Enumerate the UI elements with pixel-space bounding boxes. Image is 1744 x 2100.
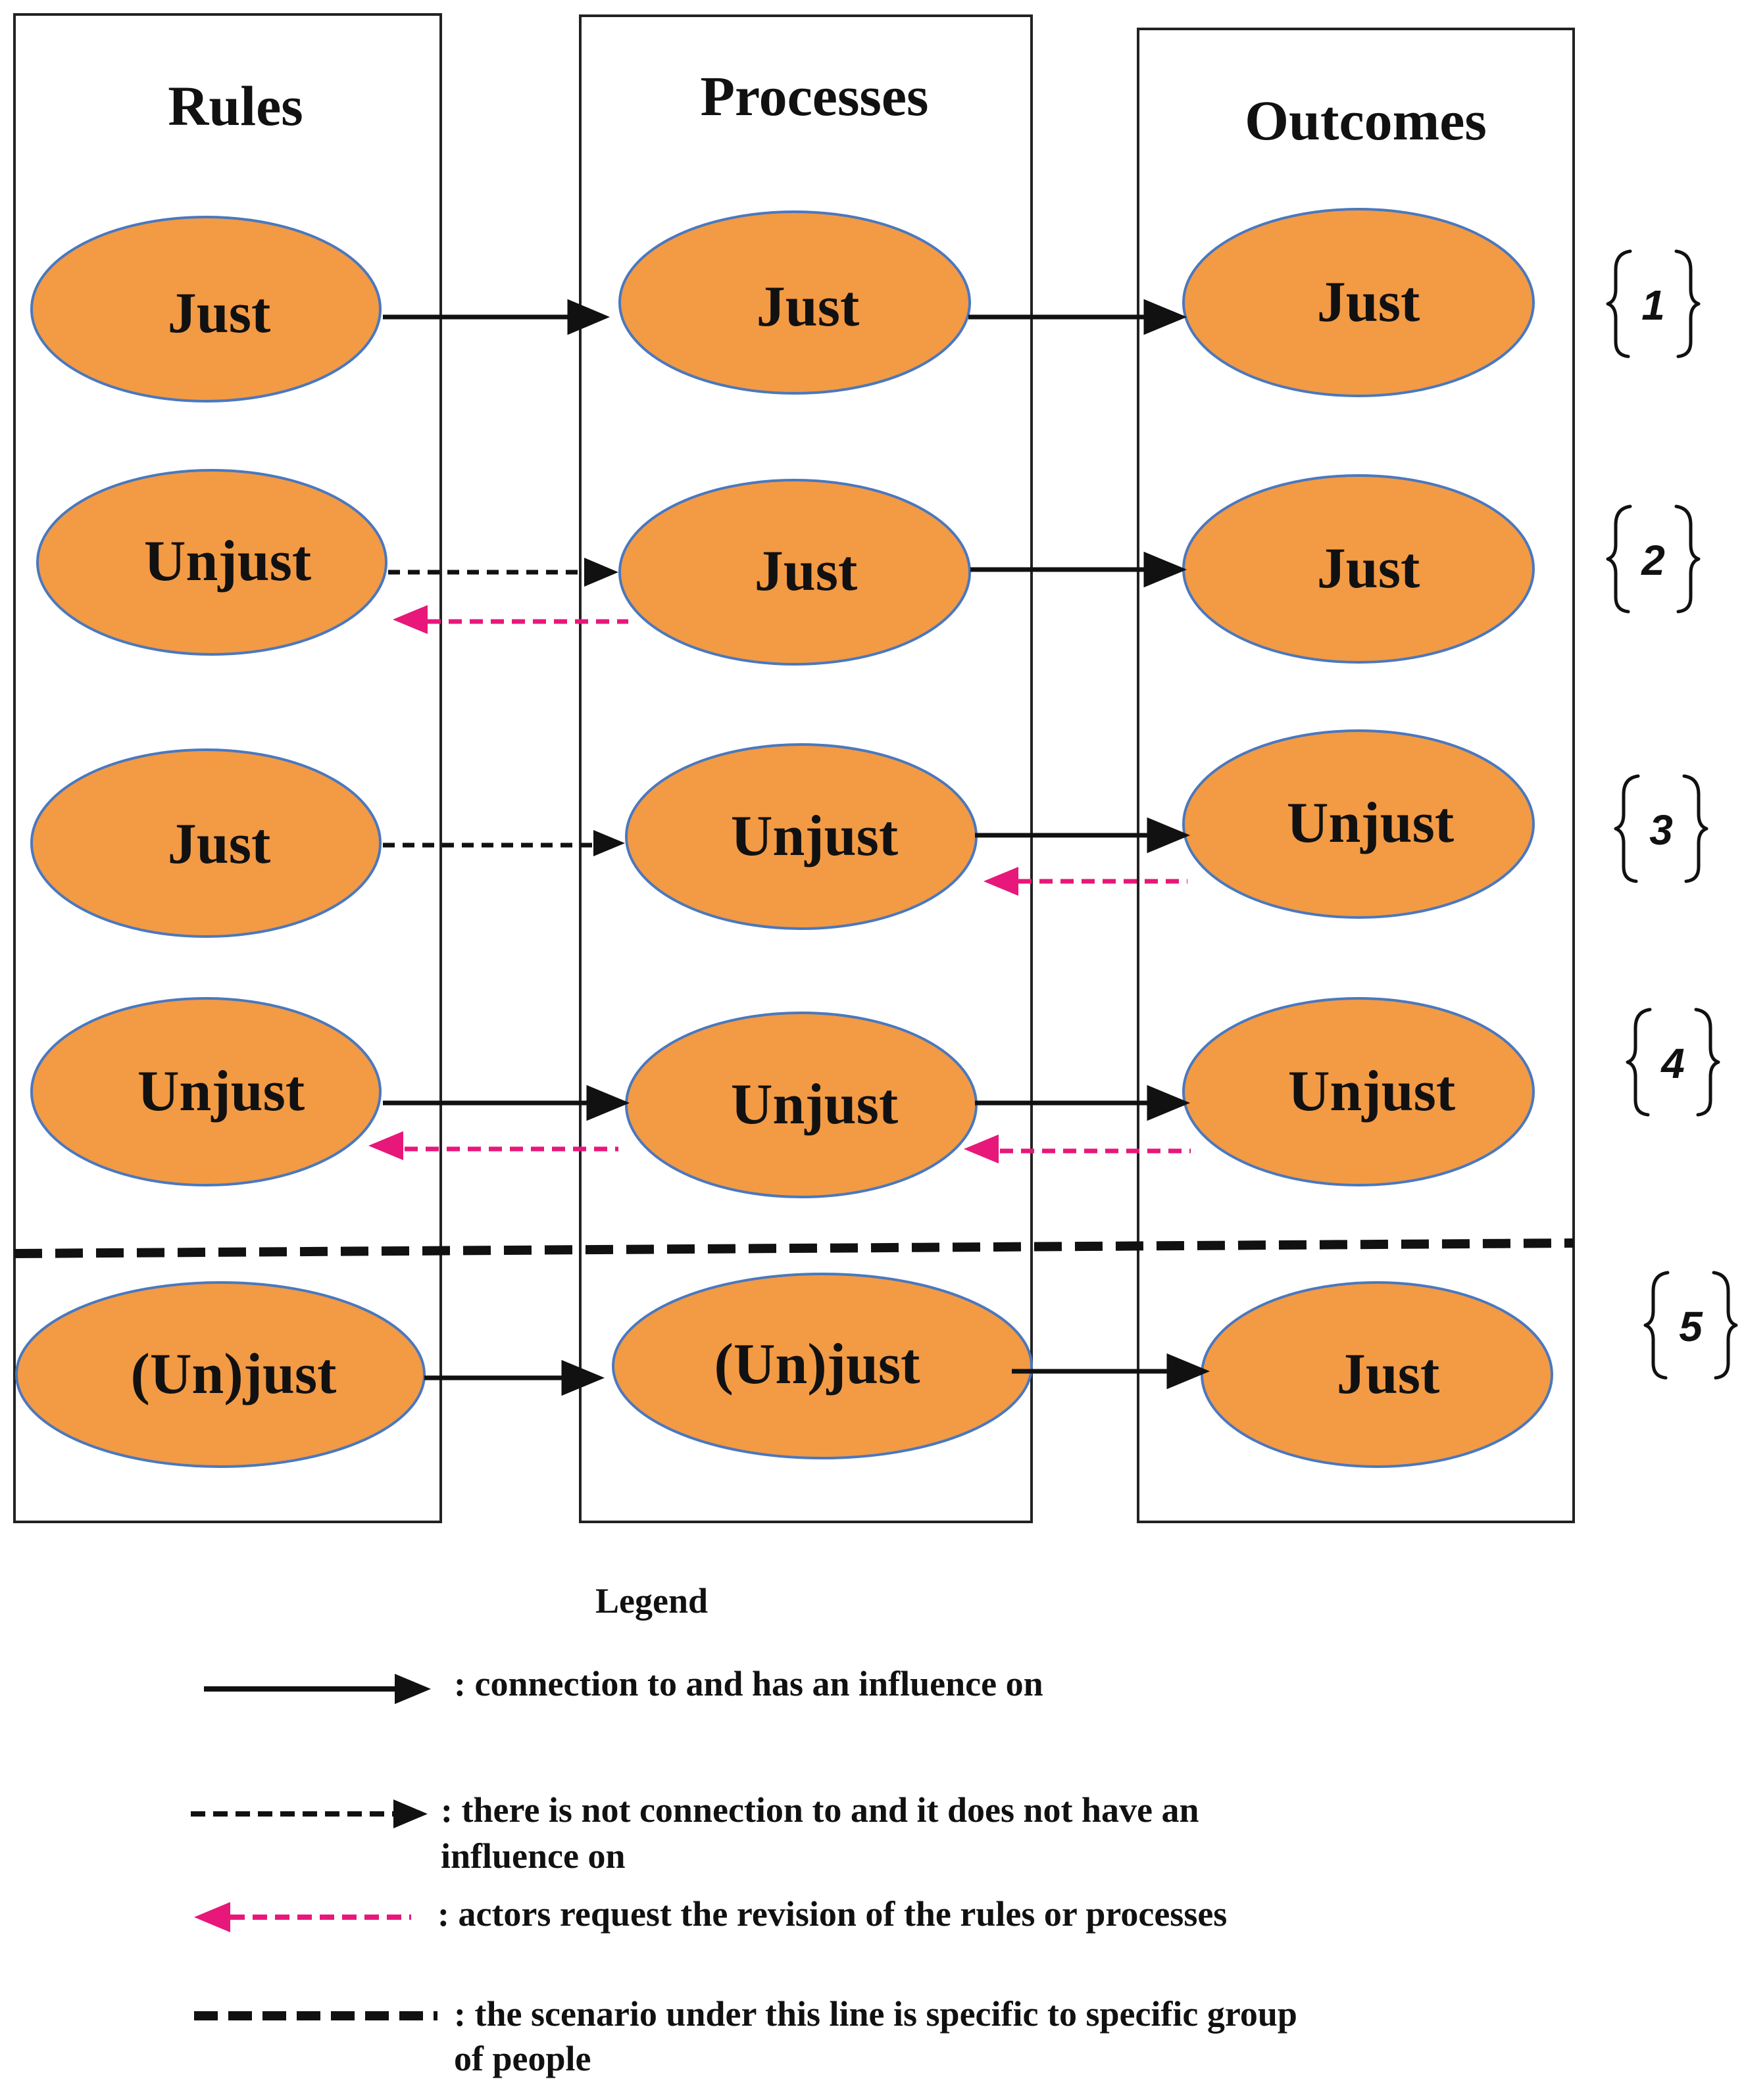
legend-solid-arrow: : connection to and has an influence on [204,1664,1043,1704]
arrowhead [194,1902,230,1932]
legend: Legend : connection to and has an influe… [191,1581,1297,2078]
right-brace-icon [1682,774,1708,883]
scenario-1-row: Just Just Just [30,208,1535,403]
legend-dotted-text-line1: : there is not connection to and it does… [441,1790,1199,1830]
arrowhead [1143,299,1187,335]
solid-connectors [383,299,1210,1396]
rules-node [36,469,387,656]
rules-node [30,748,382,938]
rules-node [30,997,382,1186]
right-brace-icon [1674,504,1701,614]
arrowhead [1166,1353,1210,1390]
scenario-1-label: 1 [1606,249,1701,358]
left-brace-icon [1606,504,1632,614]
arrowhead [584,558,618,587]
scenario-3-label: 3 [1614,774,1708,883]
scenario-4-label: 4 [1626,1008,1720,1117]
arrowhead [593,830,625,856]
arrowhead [561,1359,605,1396]
outcomes-column-box [1137,28,1575,1523]
legend-pink-arrow: : actors request the revision of the rul… [194,1894,1227,1934]
left-brace-icon [1614,774,1640,883]
rules-column-title: Rules [168,74,303,137]
right-brace-icon [1712,1271,1738,1380]
dotted-connectors [383,558,625,856]
arrowhead [1143,551,1187,588]
outcomes-node [1182,208,1535,397]
right-brace-icon [1674,249,1701,358]
outcomes-node [1182,729,1535,919]
outcomes-node-label: Unjust [1287,791,1454,855]
scenario-number: 3 [1649,806,1673,854]
rules-node-label: Unjust [144,529,311,593]
scenario-number: 4 [1660,1040,1685,1087]
scenario-5-row: (Un)just (Un)just Just [15,1273,1553,1468]
outcomes-node-label: Just [1317,270,1420,334]
legend-dotted-text-line2: influence on [441,1836,626,1876]
rules-node-label: Unjust [137,1060,305,1123]
outcomes-column-title: Outcomes [1245,89,1487,152]
scenario-2-label: 2 [1606,504,1701,614]
legend-dashed-text-line1: : the scenario under this line is specif… [454,1994,1297,2034]
left-brace-icon [1643,1271,1670,1380]
arrowhead [393,605,428,634]
processes-node [618,479,971,666]
scenario-number: 5 [1679,1303,1703,1350]
legend-dashed-line: : the scenario under this line is specif… [194,1994,1297,2078]
scenario-4-row: Unjust Unjust Unjust [30,997,1535,1198]
processes-node-label: Unjust [731,1073,898,1136]
legend-pink-text: : actors request the revision of the rul… [437,1894,1227,1934]
arrowhead [586,1085,630,1121]
right-brace-icon [1694,1008,1720,1117]
processes-node-label: Just [757,275,860,339]
left-brace-icon [1606,249,1632,358]
outcomes-node-label: Unjust [1288,1060,1455,1123]
scenario-number: 1 [1641,281,1665,329]
legend-dashed-text-line2: of people [454,2039,591,2078]
outcomes-node [1182,997,1535,1186]
arrowhead [984,867,1018,896]
rules-node [15,1281,426,1468]
left-brace-icon [1626,1008,1652,1117]
scenario-5-label: 5 [1643,1271,1738,1380]
processes-column-title: Processes [700,64,928,128]
processes-node-label: Unjust [731,804,898,868]
scenario-3-row: Just Unjust Unjust [30,729,1535,938]
processes-column-box [579,14,1033,1523]
rules-node-label: Just [168,281,271,345]
processes-node-label: Just [755,539,858,603]
arrowhead [393,1799,428,1828]
processes-node [618,210,971,395]
legend-title: Legend [595,1581,708,1621]
scenario-number: 2 [1641,537,1665,584]
scenario-2-row: Unjust Just Just [36,469,1535,666]
processes-node-label: (Un)just [714,1332,920,1396]
arrowhead [368,1131,403,1160]
arrowhead [567,299,610,335]
group-separator-line [14,1238,1574,1258]
rules-node-label: (Un)just [131,1342,337,1406]
revision-arrows [368,605,1191,1163]
legend-solid-text: : connection to and has an influence on [454,1664,1043,1703]
rules-node-label: Just [168,812,271,876]
processes-node [612,1273,1033,1459]
outcomes-node-label: Just [1317,537,1420,600]
arrowhead [964,1135,999,1163]
arrowhead [1147,1085,1191,1121]
legend-dotted-arrow: : there is not connection to and it does… [191,1790,1199,1876]
arrowhead [1147,817,1191,854]
rules-node [30,216,382,403]
rules-column-box [13,13,442,1523]
outcomes-node-label: Just [1337,1342,1440,1406]
arrowhead [395,1674,431,1704]
